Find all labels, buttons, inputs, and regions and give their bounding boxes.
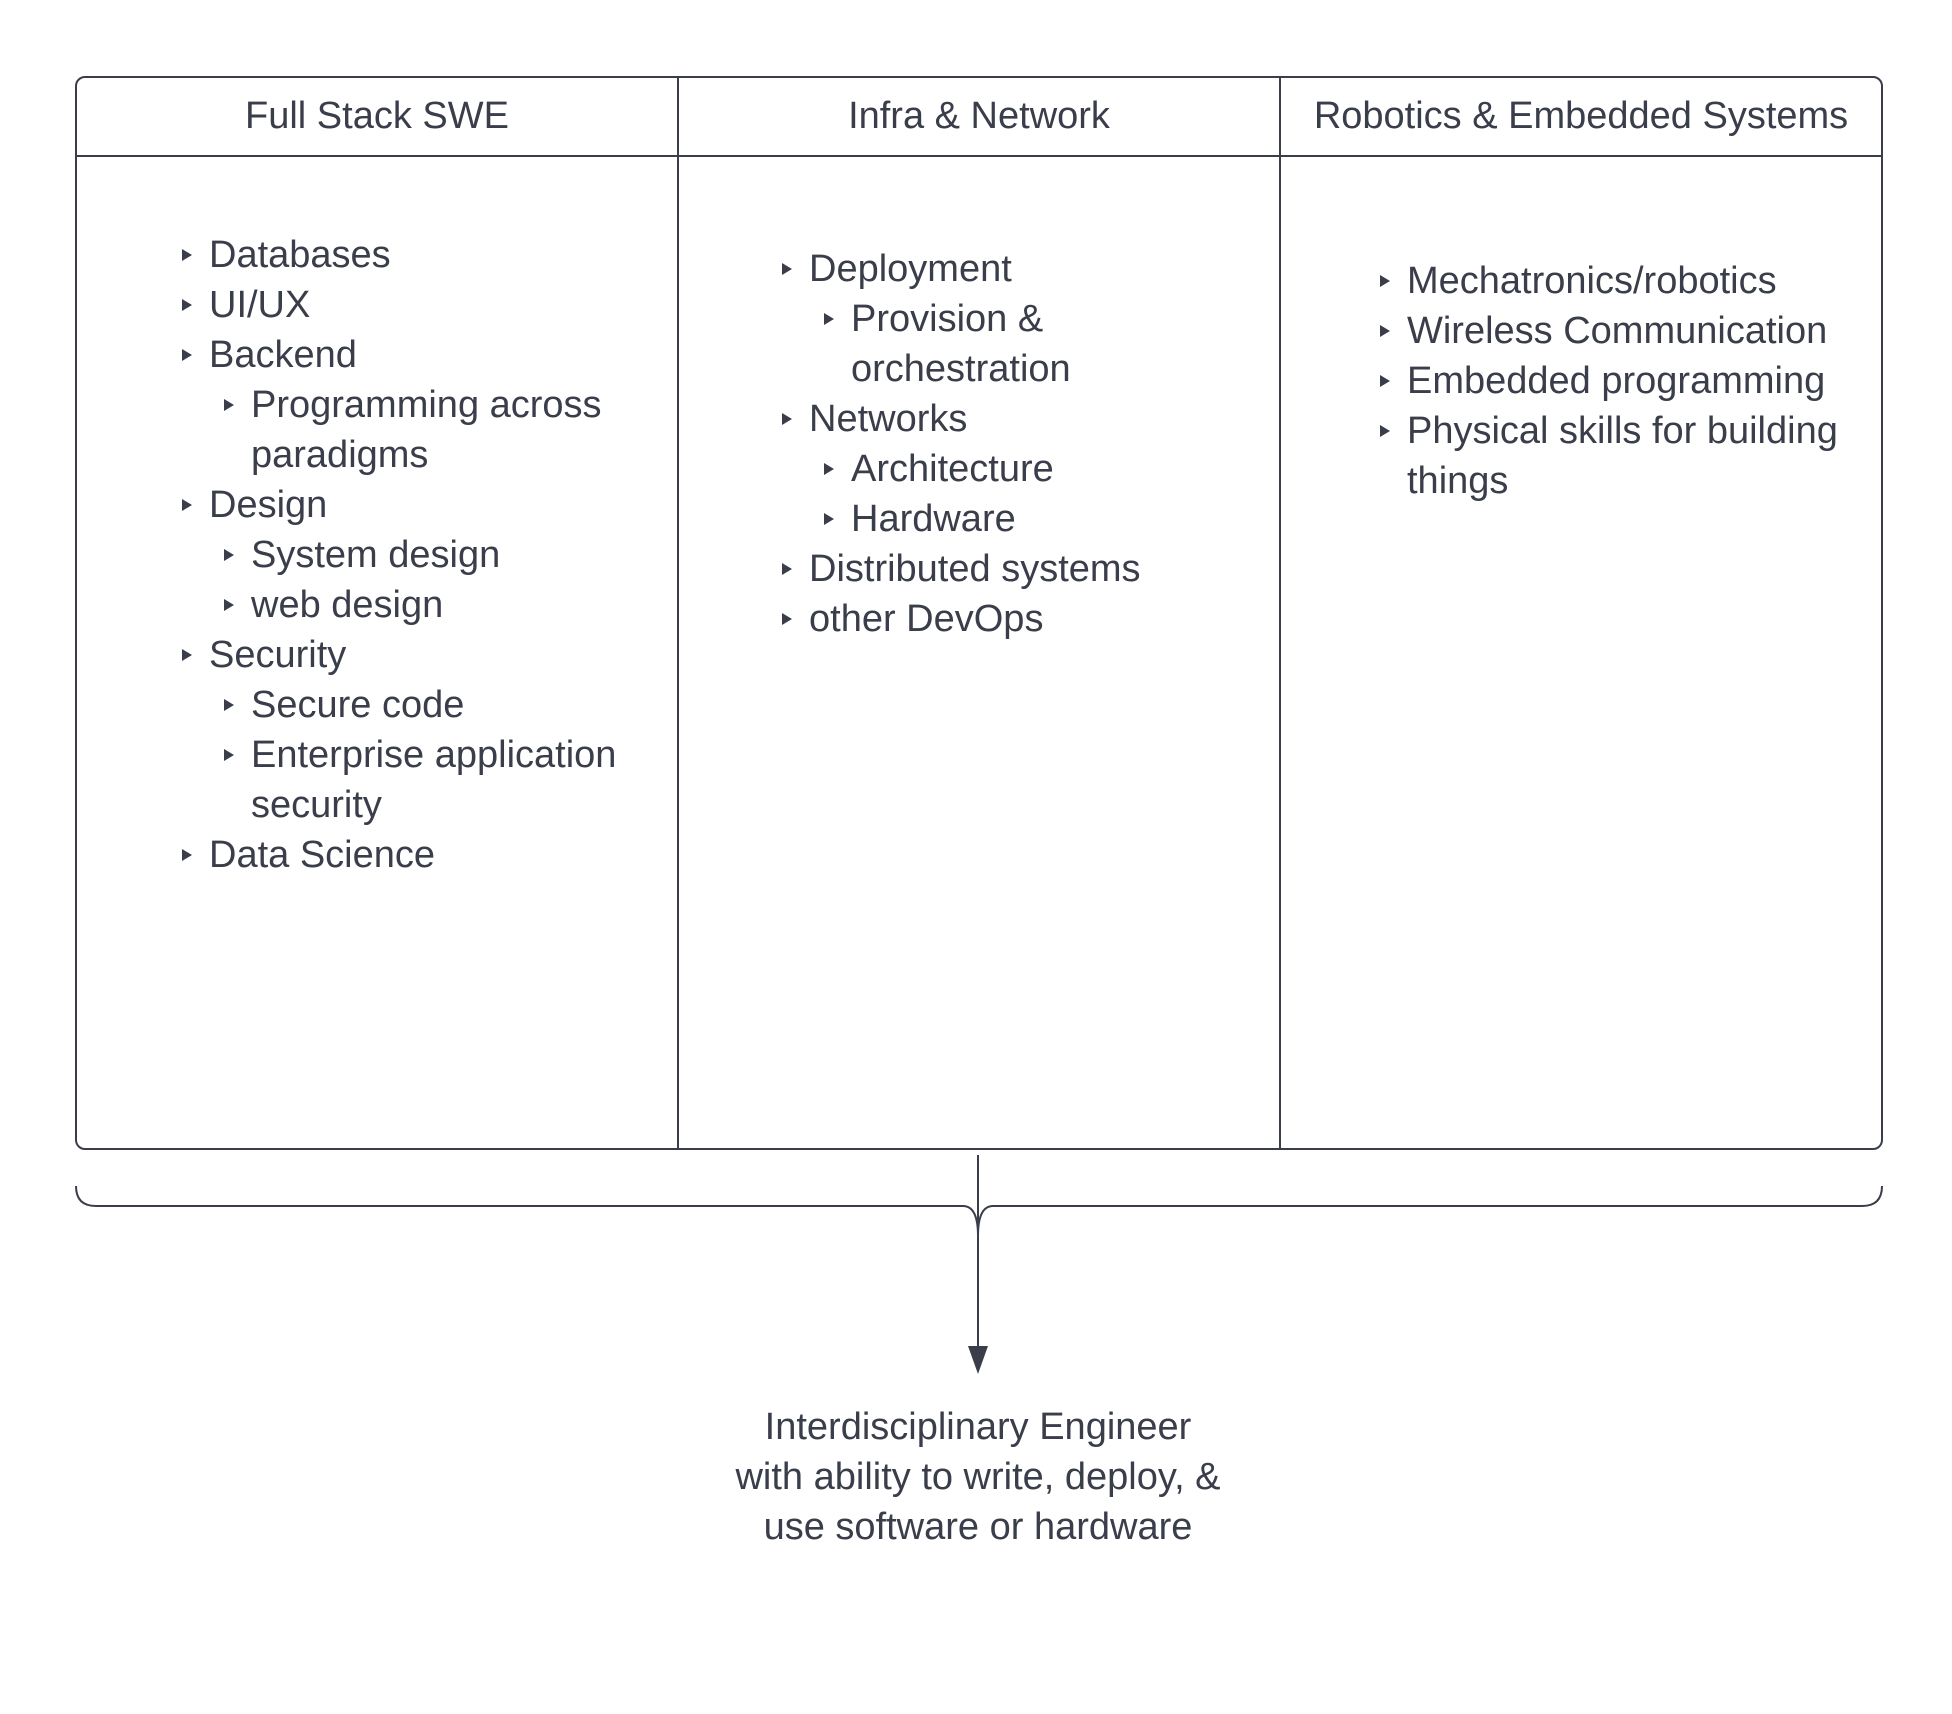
- sub-skill-item: Hardware: [824, 494, 1229, 544]
- sub-skill-list: Programming across paradigms: [209, 380, 629, 480]
- sub-skill-list: System design web design: [209, 530, 629, 630]
- column-header: Full Stack SWE: [77, 78, 677, 157]
- bullet-triangle-icon: [181, 330, 197, 380]
- skill-label: web design: [251, 584, 444, 626]
- bullet-triangle-icon: [781, 394, 797, 444]
- skill-label: Databases: [209, 234, 391, 276]
- skill-label: Distributed systems: [809, 548, 1141, 590]
- sub-skill-item: web design: [224, 580, 629, 630]
- sub-skill-item: Provision & orchestration: [824, 294, 1229, 394]
- bullet-triangle-icon: [181, 280, 197, 330]
- sub-skill-item: Architecture: [824, 444, 1229, 494]
- skill-label: Hardware: [851, 498, 1016, 540]
- bullet-triangle-icon: [223, 680, 239, 730]
- skill-label: Architecture: [851, 448, 1054, 490]
- sub-skill-item: other DevOps: [782, 594, 1229, 644]
- bullet-triangle-icon: [223, 530, 239, 580]
- bullet-triangle-icon: [1379, 306, 1395, 356]
- skill-label: Programming across paradigms: [251, 384, 602, 476]
- sub-skill-item: Programming across paradigms: [224, 380, 629, 480]
- bullet-triangle-icon: [823, 444, 839, 494]
- bullet-triangle-icon: [823, 494, 839, 544]
- sub-skill-item: Embedded programming: [1380, 356, 1847, 406]
- skill-label: Enterprise application security: [251, 734, 617, 826]
- skill-label: Physical skills for building things: [1407, 410, 1838, 502]
- column-header: Infra & Network: [679, 78, 1279, 157]
- skill-label: Embedded programming: [1407, 360, 1826, 402]
- bullet-triangle-icon: [223, 580, 239, 630]
- bullet-triangle-icon: [781, 594, 797, 644]
- column-robotics-embedded: Robotics & Embedded Systems Mechatronics…: [1281, 78, 1881, 1148]
- skill-label: UI/UX: [209, 284, 311, 326]
- sub-skill-list: Provision & orchestration: [809, 294, 1229, 394]
- sub-skill-item: System design: [224, 530, 629, 580]
- bullet-triangle-icon: [181, 830, 197, 880]
- bullet-triangle-icon: [181, 480, 197, 530]
- bullet-triangle-icon: [1379, 256, 1395, 306]
- bullet-triangle-icon: [181, 230, 197, 280]
- sub-skill-item: Physical skills for building things: [1380, 406, 1847, 506]
- sub-skill-item: Enterprise application security: [224, 730, 629, 830]
- sub-skill-item: Wireless Communication: [1380, 306, 1847, 356]
- sub-skill-item: UI/UX: [182, 280, 629, 330]
- bullet-triangle-icon: [781, 244, 797, 294]
- sub-skill-item: Distributed systems: [782, 544, 1229, 594]
- bullet-triangle-icon: [1379, 406, 1395, 456]
- skill-label: Networks: [809, 398, 968, 440]
- skill-label: other DevOps: [809, 598, 1044, 640]
- bullet-triangle-icon: [223, 380, 239, 430]
- skill-label: Wireless Communication: [1407, 310, 1828, 352]
- skill-label: Deployment: [809, 248, 1012, 290]
- bullet-triangle-icon: [1379, 356, 1395, 406]
- bullet-triangle-icon: [181, 630, 197, 680]
- bullet-triangle-icon: [223, 730, 239, 780]
- skill-label: System design: [251, 534, 501, 576]
- skill-label: Security: [209, 634, 347, 676]
- skill-label: Secure code: [251, 684, 465, 726]
- sub-skill-item: Databases: [182, 230, 629, 280]
- skill-label: Data Science: [209, 834, 436, 876]
- sub-skill-item: Data Science: [182, 830, 629, 880]
- bullet-triangle-icon: [781, 544, 797, 594]
- skill-label: Mechatronics/robotics: [1407, 260, 1777, 302]
- result-label: Interdisciplinary Engineer with ability …: [735, 1406, 1221, 1548]
- bullet-triangle-icon: [823, 294, 839, 344]
- skill-label: Backend: [209, 334, 357, 376]
- column-header: Robotics & Embedded Systems: [1281, 78, 1881, 157]
- arrow-head: [968, 1346, 988, 1374]
- skill-label: Design: [209, 484, 328, 526]
- skill-label: Provision & orchestration: [851, 298, 1071, 390]
- sub-skill-item: Secure code: [224, 680, 629, 730]
- sub-skill-item: Mechatronics/robotics: [1380, 256, 1847, 306]
